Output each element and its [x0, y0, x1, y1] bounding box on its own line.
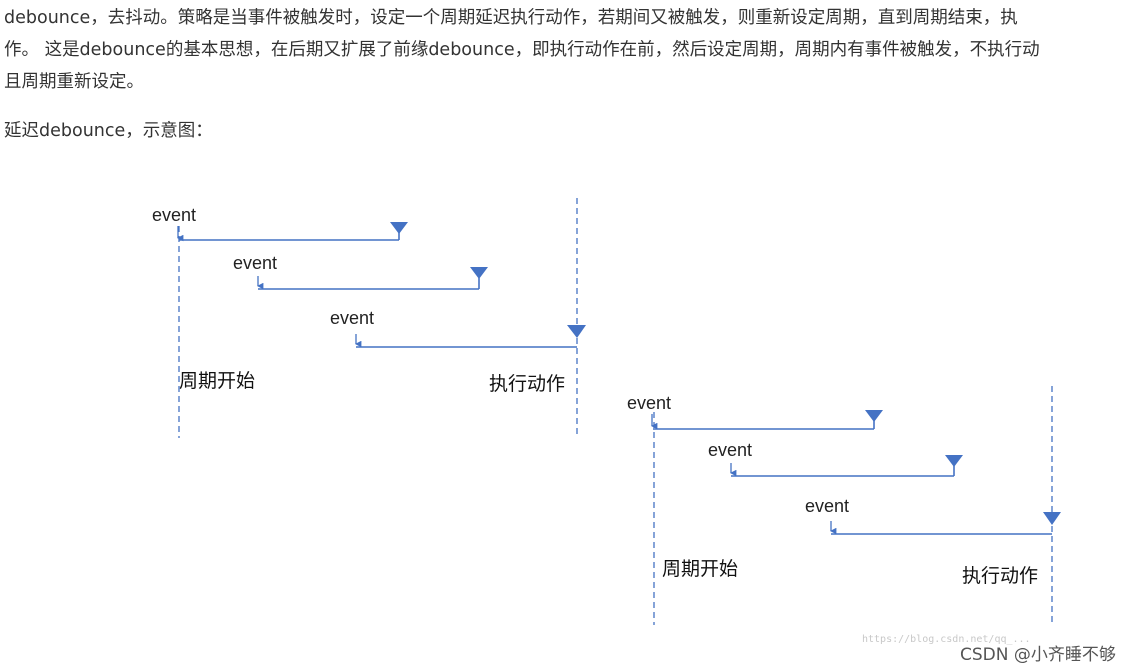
paragraph-line-1: debounce，去抖动。策略是当事件被触发时，设定一个周期延迟执行动作，若期间… [4, 8, 1018, 28]
event-label: event [627, 393, 671, 413]
timer-end-marker [390, 222, 408, 234]
execute-action-label: 执行动作 [962, 565, 1038, 587]
cycle-start-label: 周期开始 [179, 370, 255, 392]
faint-url-watermark: https://blog.csdn.net/qq_... [862, 634, 1031, 645]
paragraph-line-2: 作。 这是debounce的基本思想，在后期又扩展了前缘debounce，即执行… [4, 40, 1040, 60]
event-label: event [708, 440, 752, 460]
debounce-description: debounce，去抖动。策略是当事件被触发时，设定一个周期延迟执行动作，若期间… [4, 2, 1147, 98]
paragraph-line-3: 且周期重新设定。 [4, 72, 144, 92]
csdn-watermark: CSDN @小齐睡不够 [960, 645, 1116, 665]
timer-end-marker [470, 267, 488, 279]
timer-end-marker [865, 410, 883, 422]
event-label: event [233, 253, 277, 273]
event-label: event [330, 308, 374, 328]
diagram-caption: 延迟debounce，示意图： [4, 121, 213, 141]
timer-end-marker [567, 325, 586, 338]
execute-action-label: 执行动作 [489, 373, 565, 395]
event-label: event [152, 205, 196, 225]
cycle-start-label: 周期开始 [662, 558, 738, 580]
timer-end-marker [1043, 512, 1061, 525]
event-label: event [805, 496, 849, 516]
timer-end-marker [945, 455, 963, 467]
